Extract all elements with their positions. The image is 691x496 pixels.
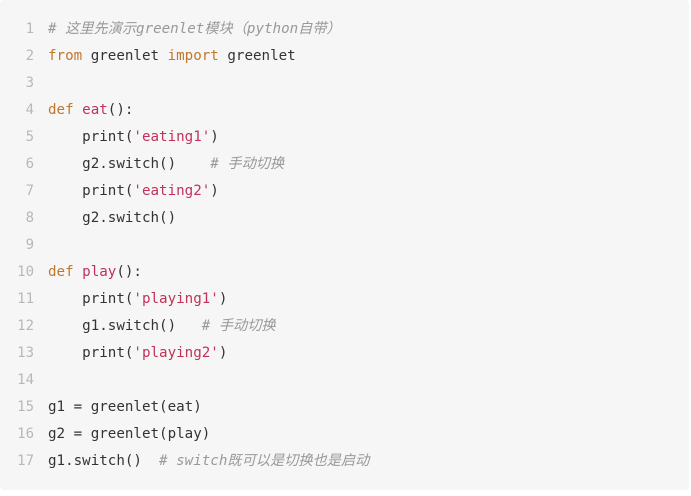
line-number: 17 (17, 453, 34, 469)
line-number: 2 (25, 48, 34, 64)
code-token: 'playing1' (133, 291, 219, 307)
line-number: 1 (25, 21, 34, 37)
code-token: g2.switch() (48, 210, 177, 226)
code-line: 6 g2.switch() # 手动切换 (0, 151, 689, 178)
line-code: from greenlet import greenlet (48, 43, 296, 70)
code-token: ) (218, 291, 228, 307)
code-line: 15 g1 = greenlet(eat) (0, 394, 689, 421)
code-token: greenlet (82, 48, 168, 64)
code-token: from (48, 48, 83, 64)
code-token: ) (210, 129, 219, 145)
code-token: play (82, 264, 117, 280)
code-token: g1.switch() (48, 318, 202, 334)
line-number: 8 (25, 210, 34, 226)
code-token: def (48, 264, 74, 280)
line-code: g1 = greenlet(eat) (48, 394, 202, 421)
code-token: g1.switch() (48, 453, 160, 469)
code-token: 'playing2' (133, 345, 219, 361)
line-code: g2.switch() (48, 205, 176, 232)
line-number: 14 (17, 372, 34, 388)
code-lines: 1 # 这里先演示greenlet模块（python自带） 2 from greenl… (0, 16, 689, 475)
code-token: print( (48, 345, 134, 361)
line-code: print('playing1') (48, 286, 227, 313)
code-line: 14 (0, 367, 689, 394)
code-token: g2 = greenlet(play) (48, 426, 211, 442)
code-line: 3 (0, 70, 689, 97)
code-token (74, 102, 83, 118)
code-line: 13 print('playing2') (0, 340, 689, 367)
code-token: (): (107, 102, 134, 118)
code-line: 12 g1.switch() # 手动切换 (0, 313, 689, 340)
line-number: 15 (17, 399, 34, 415)
line-number: 4 (25, 102, 34, 118)
code-line: 10 def play(): (0, 259, 689, 286)
code-token: (): (116, 264, 142, 280)
line-code: print('playing2') (48, 340, 227, 367)
code-token: g2.switch() (48, 156, 211, 172)
line-code: g2 = greenlet(play) (48, 421, 210, 448)
code-token: import (167, 48, 219, 64)
line-number: 9 (25, 237, 34, 253)
code-token: def (48, 102, 74, 118)
code-token: 'eating2' (133, 183, 211, 199)
code-token: eat (82, 102, 108, 118)
code-token: print( (48, 183, 134, 199)
code-line: 16 g2 = greenlet(play) (0, 421, 689, 448)
line-code: g2.switch() # 手动切换 (48, 151, 284, 178)
code-token: # 手动切换 (210, 156, 285, 172)
code-token: 'eating1' (133, 129, 211, 145)
code-line: 2 from greenlet import greenlet (0, 43, 689, 70)
line-code: def eat(): (48, 97, 133, 124)
line-number: 16 (17, 426, 34, 442)
code-token: g1 = greenlet(eat) (48, 399, 202, 415)
line-number: 13 (17, 345, 34, 361)
line-number: 7 (25, 183, 34, 199)
line-code: def play(): (48, 259, 142, 286)
code-token: # 这里先演示greenlet模块（python自带） (48, 21, 341, 37)
code-token: # 手动切换 (201, 318, 276, 334)
code-line: 17 g1.switch() # switch既可以是切换也是启动 (0, 448, 689, 475)
line-number: 10 (17, 264, 34, 280)
line-code: g1.switch() # 手动切换 (48, 313, 276, 340)
code-line: 1 # 这里先演示greenlet模块（python自带） (0, 16, 689, 43)
line-code: print('eating1') (48, 124, 219, 151)
code-token: greenlet (218, 48, 296, 64)
code-line: 11 print('playing1') (0, 286, 689, 313)
code-token: # switch既可以是切换也是启动 (159, 453, 370, 469)
line-code: g1.switch() # switch既可以是切换也是启动 (48, 448, 369, 475)
code-line: 7 print('eating2') (0, 178, 689, 205)
code-line: 8 g2.switch() (0, 205, 689, 232)
line-number: 11 (17, 291, 34, 307)
line-number: 5 (25, 129, 34, 145)
line-number: 12 (17, 318, 34, 334)
line-number: 3 (25, 75, 34, 91)
code-token: print( (48, 129, 134, 145)
line-code: print('eating2') (48, 178, 219, 205)
code-token: ) (218, 345, 228, 361)
line-number: 6 (25, 156, 34, 172)
code-token: ) (210, 183, 219, 199)
code-line: 5 print('eating1') (0, 124, 689, 151)
code-token (74, 264, 83, 280)
code-line: 9 (0, 232, 689, 259)
line-code: # 这里先演示greenlet模块（python自带） (48, 16, 341, 43)
code-token: print( (48, 291, 134, 307)
code-line: 4 def eat(): (0, 97, 689, 124)
